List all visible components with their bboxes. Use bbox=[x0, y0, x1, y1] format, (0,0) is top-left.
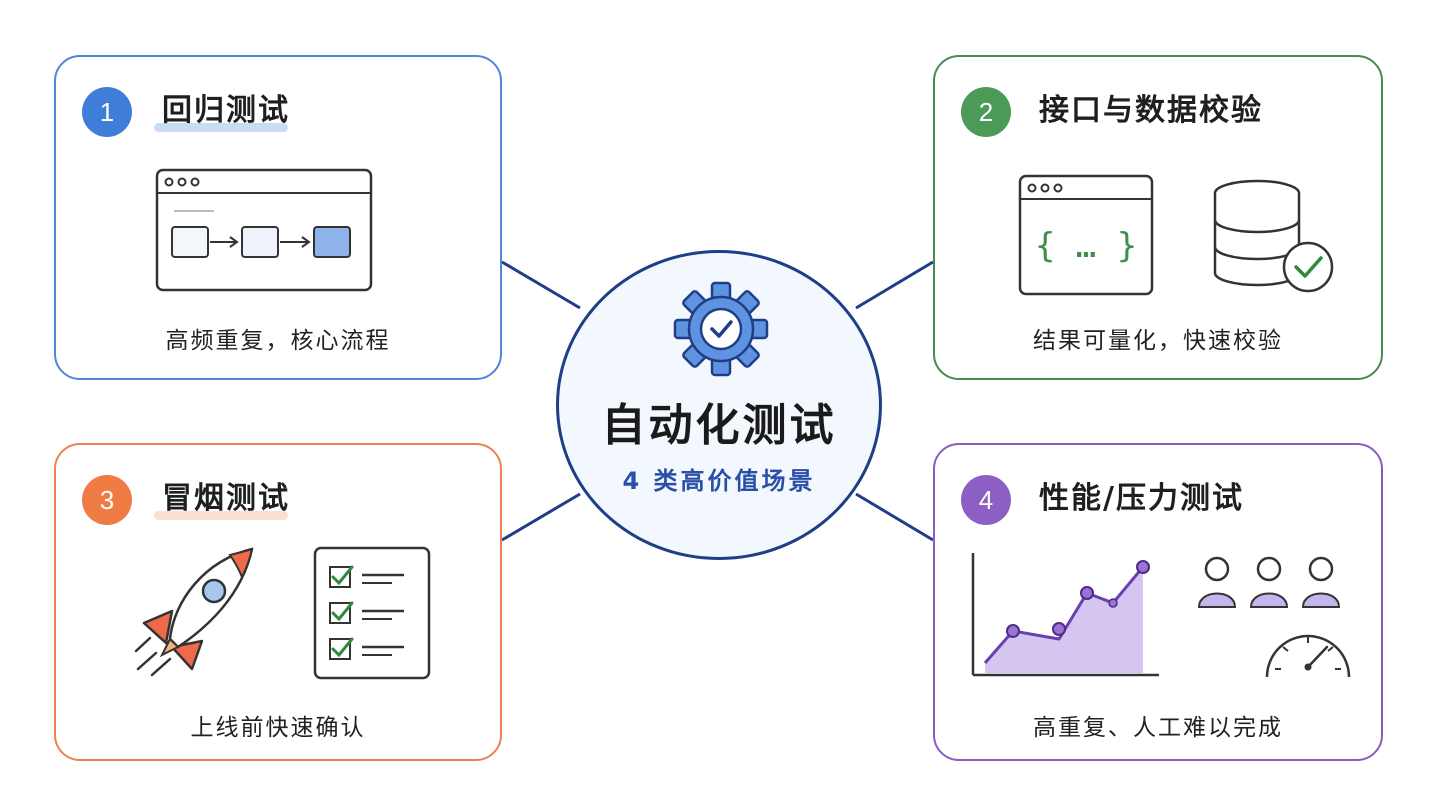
title-highlight bbox=[154, 511, 288, 520]
center-hub: 自动化测试 4 类高价值场景 bbox=[556, 250, 882, 560]
scenario-description: 结果可量化，快速校验 bbox=[1033, 328, 1283, 354]
hub-title: 自动化测试 bbox=[601, 400, 837, 451]
users-icon bbox=[1197, 556, 1341, 608]
scenario-number-badge: 1 bbox=[82, 87, 132, 137]
speedometer-icon bbox=[1265, 634, 1351, 678]
scenario-title: 接口与数据校验 bbox=[1039, 93, 1263, 128]
code-braces-glyph: { … } bbox=[1035, 226, 1137, 266]
scenario-description: 上线前快速确认 bbox=[190, 715, 366, 741]
rocket-icon bbox=[134, 547, 254, 677]
scenario-number-badge: 3 bbox=[82, 475, 132, 525]
browser-flow-icon bbox=[155, 168, 373, 292]
scenario-title: 回归测试 bbox=[162, 93, 290, 128]
connector-line-1 bbox=[501, 260, 581, 310]
scenario-number-badge: 4 bbox=[961, 475, 1011, 525]
scenario-description: 高频重复，核心流程 bbox=[165, 328, 391, 354]
scenario-card-performance: 4 性能/压力测试 高重复、人工难以完成 bbox=[933, 443, 1383, 761]
database-check-icon bbox=[1213, 179, 1334, 293]
hub-subtitle: 4 类高价值场景 bbox=[622, 467, 816, 495]
scenario-card-api-data: 2 接口与数据校验 { … } 结果可量化，快速校验 bbox=[933, 55, 1383, 380]
checklist-icon bbox=[313, 546, 431, 680]
scenario-card-regression: 1 回归测试 高频重复，核心流程 bbox=[54, 55, 502, 380]
scenario-title: 性能/压力测试 bbox=[1039, 481, 1244, 516]
trend-chart-icon bbox=[971, 553, 1159, 677]
api-browser-icon: { … } bbox=[1018, 174, 1154, 296]
scenario-card-smoke: 3 冒烟测试 bbox=[54, 443, 502, 761]
connector-line-3 bbox=[501, 492, 581, 542]
scenario-number-badge: 2 bbox=[961, 87, 1011, 137]
title-highlight bbox=[154, 123, 288, 132]
gear-check-icon bbox=[673, 281, 769, 377]
connector-line-4 bbox=[855, 492, 934, 542]
connector-line-2 bbox=[855, 260, 934, 310]
scenario-title: 冒烟测试 bbox=[162, 481, 290, 516]
scenario-description: 高重复、人工难以完成 bbox=[1033, 715, 1283, 741]
